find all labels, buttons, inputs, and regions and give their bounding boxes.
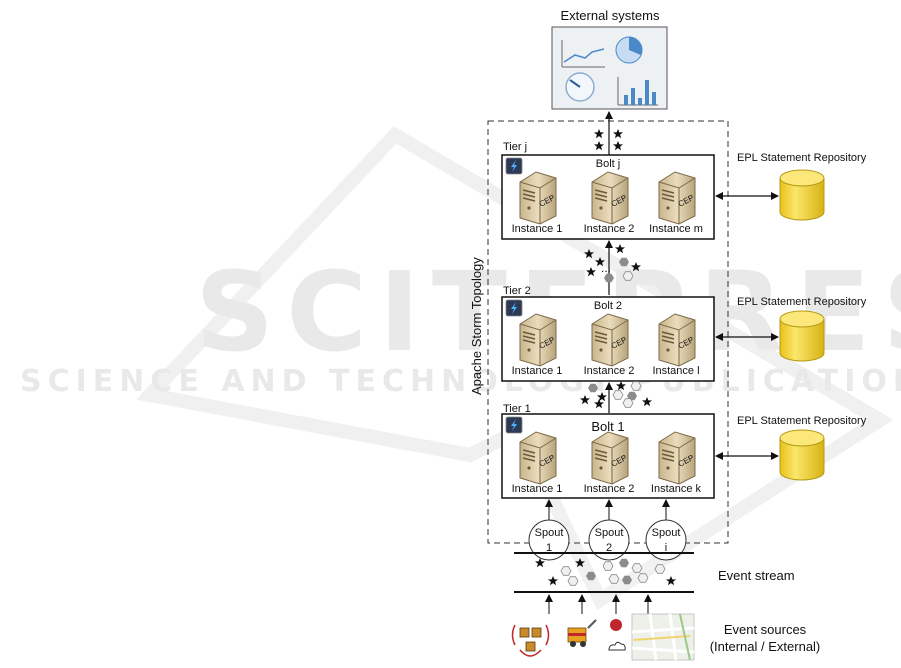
instance-label: Instance l	[652, 365, 699, 377]
storm-icon	[505, 299, 523, 317]
event-sources-label: Event sources	[724, 622, 807, 637]
bolt-label: Bolt 1	[591, 419, 624, 434]
tier-label: Tier 2	[503, 285, 531, 297]
tier-2: Tier 2 Bolt 2 CEP CEP CEP Instance 1 Ins…	[501, 285, 715, 382]
spout-2: Spout 2	[588, 519, 630, 561]
storm-icon	[505, 157, 523, 175]
repository-label: EPL Statement Repository	[737, 296, 867, 308]
topology-label: Apache Storm Topology	[469, 257, 484, 395]
pie-chart-icon	[615, 36, 643, 64]
external-systems-label: External systems	[561, 8, 660, 23]
repository-2: EPL Statement Repository	[715, 296, 867, 362]
instance-label: Instance 1	[512, 483, 563, 495]
tier-j: Tier j Bolt j CEP CEP CEP Instance 1 Ins…	[501, 141, 715, 240]
rfid-sensor-icon	[511, 624, 550, 657]
gauge-icon	[565, 72, 595, 102]
bar-chart-icon	[617, 77, 658, 106]
repository-j: EPL Statement Repository	[715, 152, 867, 221]
event-stream-label: Event stream	[718, 568, 795, 583]
instance-label: Instance k	[651, 483, 702, 495]
repository-label: EPL Statement Repository	[737, 415, 867, 427]
bolt-label: Bolt 2	[594, 300, 622, 312]
tier-label: Tier j	[503, 141, 527, 153]
event-stream	[514, 552, 694, 593]
storm-icon	[505, 416, 523, 434]
spout-1: Spout 1	[528, 519, 570, 561]
watermark-line2: SCIENCE AND TECHNOLOGY PUBLICATIONS	[20, 364, 901, 399]
spout-i: Spout i	[645, 519, 687, 561]
map-icon	[631, 613, 695, 661]
watermark: SCITEPRESS SCIENCE AND TECHNOLOGY PUBLIC…	[20, 126, 901, 611]
repository-1: EPL Statement Repository	[715, 415, 867, 481]
instance-label: Instance m	[649, 223, 703, 235]
spout-name: Spout	[535, 527, 564, 539]
tier-1: Tier 1 Bolt 1 CEP CEP CEP Instance 1 Ins…	[501, 403, 715, 499]
spout-number: 2	[606, 542, 612, 554]
repository-label: EPL Statement Repository	[737, 152, 867, 164]
spout-number: i	[665, 542, 667, 554]
line-chart-icon	[561, 40, 605, 68]
spout-name: Spout	[652, 527, 681, 539]
instance-label: Instance 1	[512, 365, 563, 377]
database-cylinder-icon	[779, 310, 825, 362]
instance-label: Instance 2	[584, 483, 635, 495]
database-cylinder-icon	[779, 429, 825, 481]
database-cylinder-icon	[779, 169, 825, 221]
spout-number: 1	[546, 542, 552, 554]
bolt-label: Bolt j	[596, 158, 620, 170]
ellipsis: ...	[601, 261, 611, 275]
spout-name: Spout	[595, 527, 624, 539]
instance-label: Instance 2	[584, 365, 635, 377]
event-sources-sublabel: (Internal / External)	[710, 639, 821, 654]
tier-label: Tier 1	[503, 403, 531, 415]
external-systems-box	[551, 26, 668, 110]
event-provider-logo-icon	[606, 618, 626, 651]
instance-label: Instance 2	[584, 223, 635, 235]
instance-label: Instance 1	[512, 223, 563, 235]
truck-icon	[567, 619, 597, 647]
